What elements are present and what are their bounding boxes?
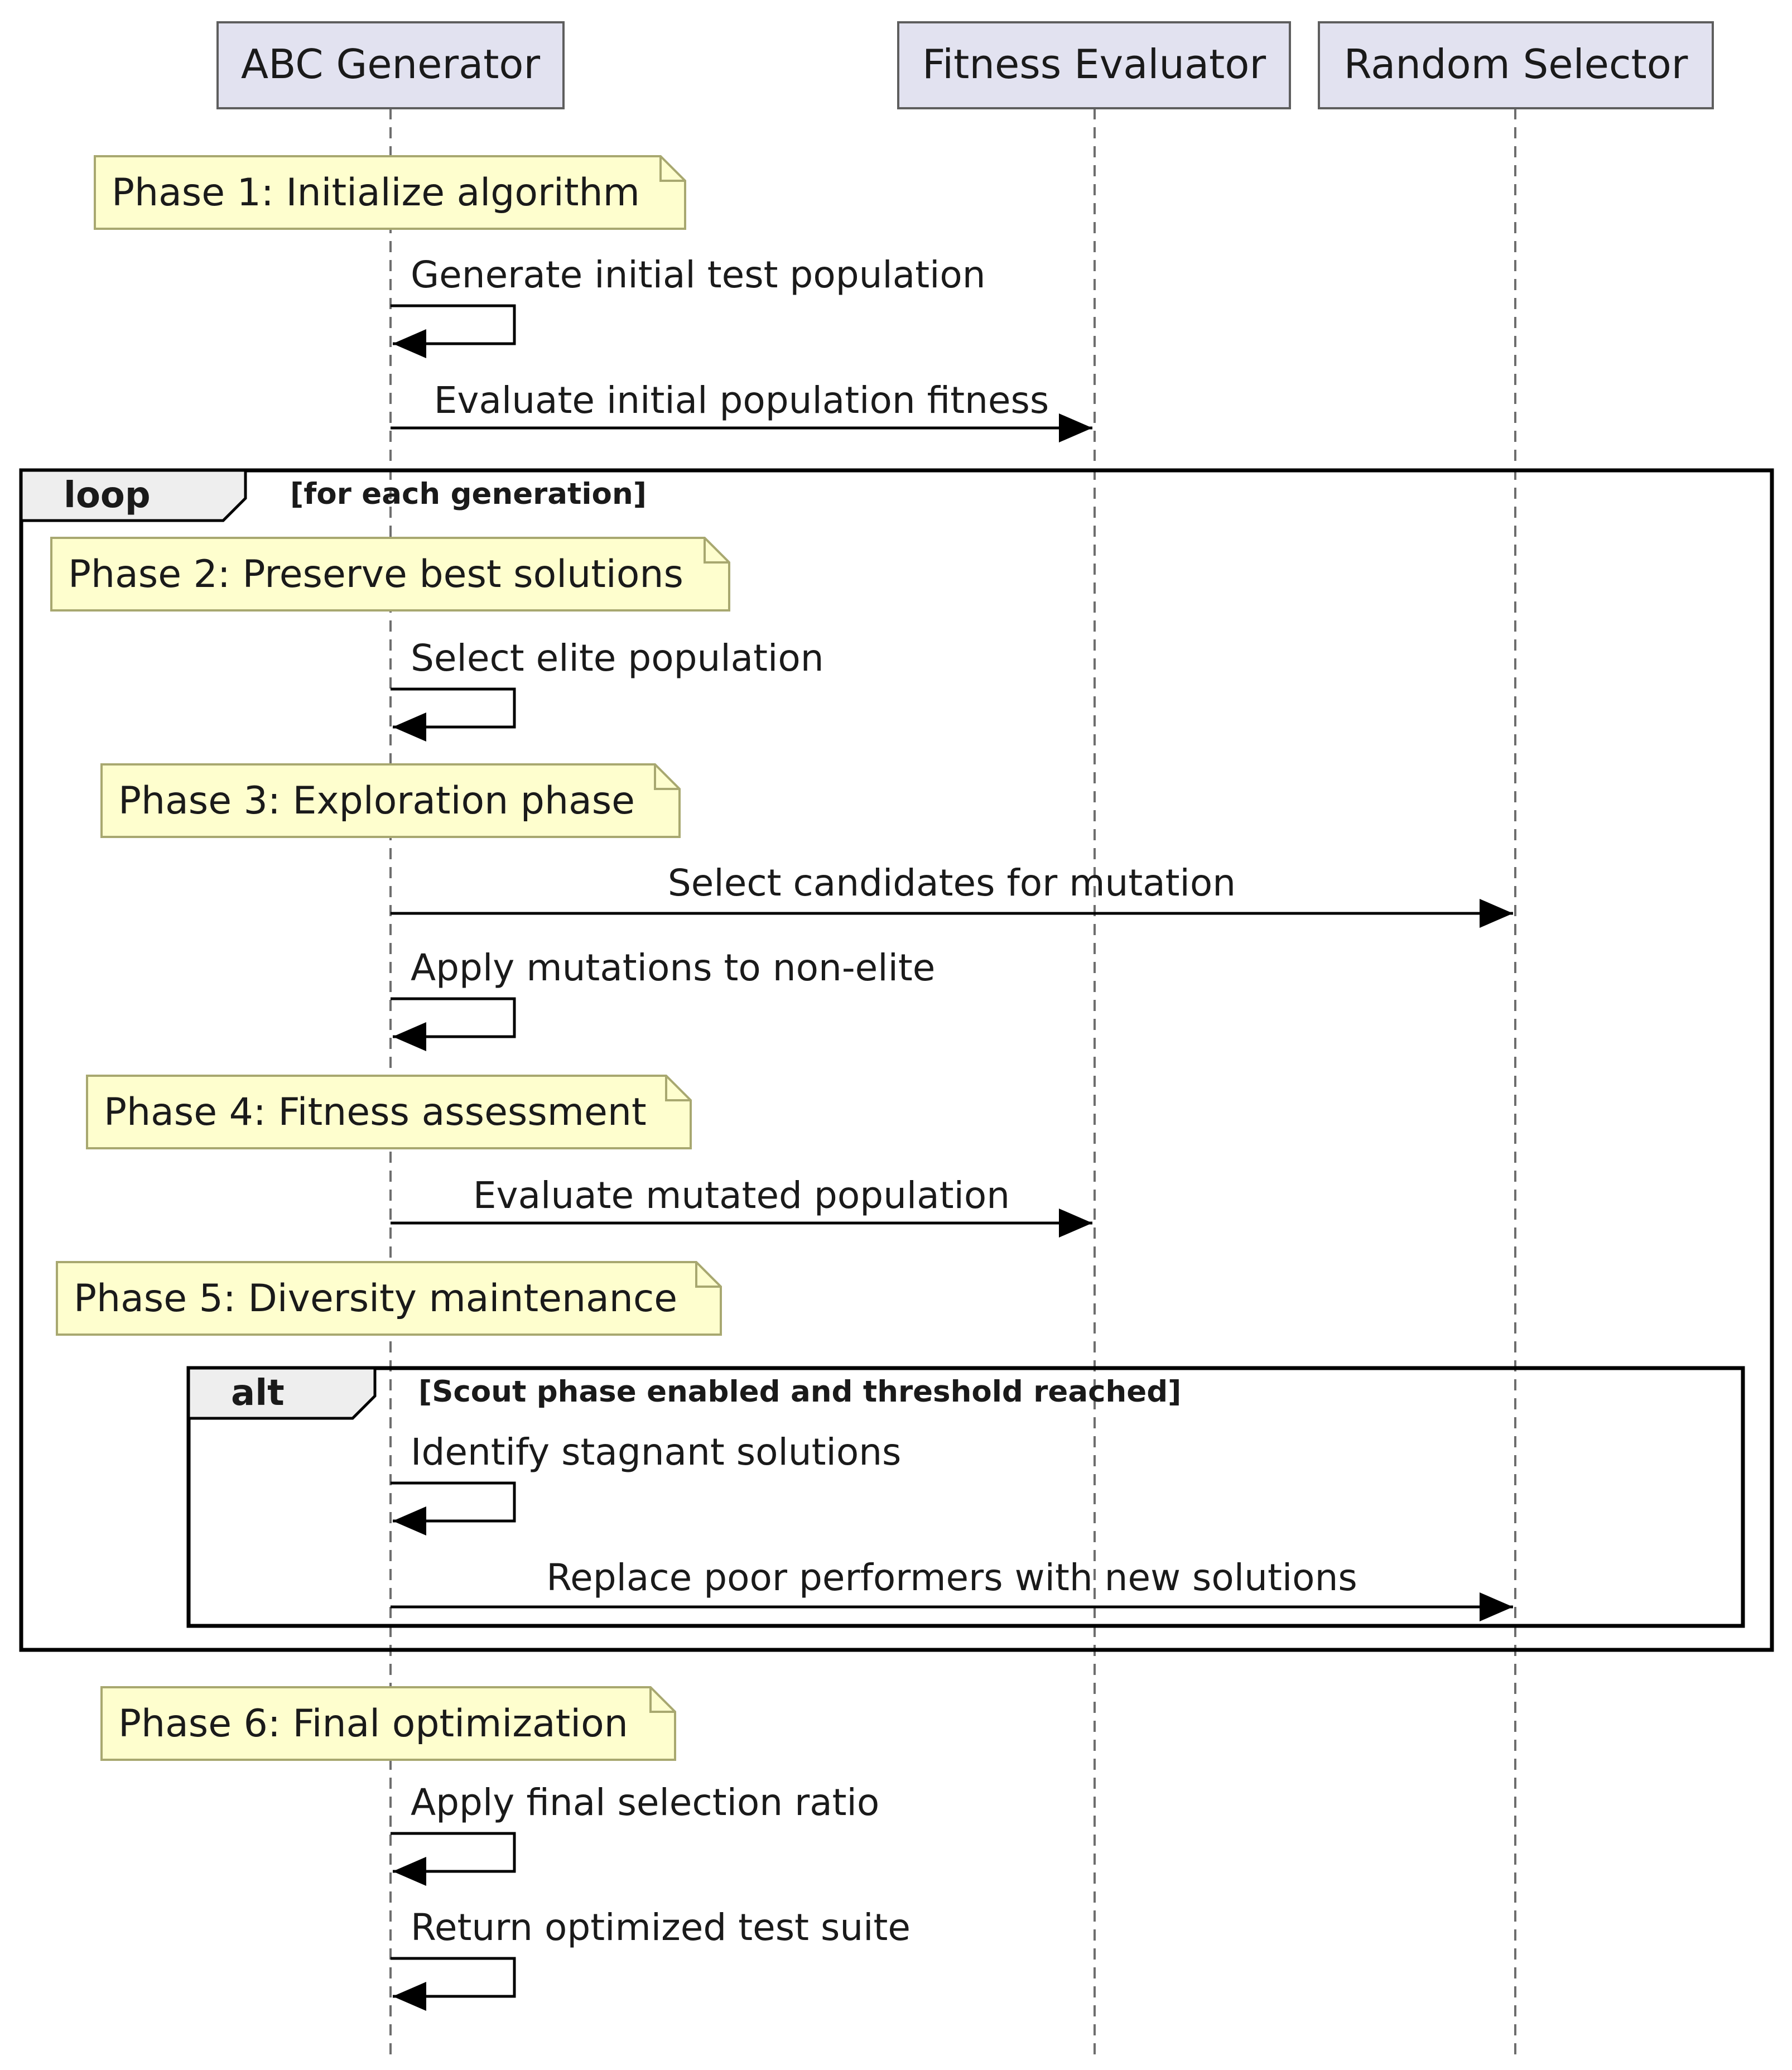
note-text-n4: Phase 4: Fitness assessment [104, 1090, 647, 1134]
message-label-m2: Evaluate initial population fitness [434, 379, 1049, 422]
note-fold-n1 [659, 156, 685, 182]
message-label-m8: Replace poor performers with new solutio… [546, 1556, 1357, 1599]
note-n2 [50, 537, 730, 612]
participant-label-fit: Fitness Evaluator [922, 41, 1266, 88]
note-text-n1: Phase 1: Initialize algorithm [112, 171, 640, 215]
note-n3 [100, 763, 681, 838]
frame-condition-alt: [Scout phase enabled and threshold reach… [418, 1375, 1181, 1409]
participant-box-fit [897, 21, 1291, 109]
message-label-m4: Select candidates for mutation [668, 861, 1236, 904]
message-label-m1: Generate initial test population [411, 253, 986, 296]
message-label-m9: Apply final selection ratio [411, 1781, 879, 1824]
self-message-m7 [391, 1481, 516, 1535]
self-message-m1 [391, 304, 516, 358]
frame-tab-alt [187, 1366, 377, 1420]
note-fold-n2 [704, 538, 729, 564]
note-n1 [94, 155, 686, 230]
frame-tab-loop [20, 469, 247, 522]
self-message-m10 [391, 1957, 516, 2011]
note-text-n5: Phase 5: Diversity maintenance [74, 1277, 677, 1321]
note-text-n3: Phase 3: Exploration phase [118, 779, 635, 823]
participant-label-abc: ABC Generator [241, 41, 541, 88]
frame-condition-loop: [for each generation] [290, 477, 647, 511]
note-n6 [100, 1686, 676, 1761]
note-fold-n6 [649, 1687, 675, 1713]
frame-alt [186, 1366, 1745, 1628]
message-label-m7: Identify stagnant solutions [411, 1431, 901, 1474]
message-label-m10: Return optimized test suite [411, 1906, 911, 1949]
self-message-m9 [391, 1832, 516, 1886]
note-n5 [56, 1261, 722, 1336]
note-text-n2: Phase 2: Preserve best solutions [68, 552, 683, 596]
frame-loop [19, 468, 1774, 1652]
message-label-m6: Evaluate mutated population [473, 1174, 1010, 1217]
participant-label-rnd: Random Selector [1344, 41, 1688, 88]
message-label-m3: Select elite population [411, 637, 824, 680]
note-fold-n5 [695, 1262, 721, 1288]
note-n4 [86, 1075, 692, 1149]
frame-keyword-loop: loop [64, 475, 151, 516]
note-fold-n3 [654, 764, 680, 790]
self-message-m3 [391, 687, 516, 742]
note-text-n6: Phase 6: Final optimization [118, 1702, 628, 1746]
participant-box-rnd [1318, 21, 1714, 109]
message-label-m5: Apply mutations to non-elite [411, 946, 935, 989]
note-fold-n4 [665, 1076, 691, 1101]
participant-box-abc [216, 21, 565, 109]
frame-keyword-alt: alt [231, 1373, 285, 1414]
self-message-m5 [391, 997, 516, 1051]
